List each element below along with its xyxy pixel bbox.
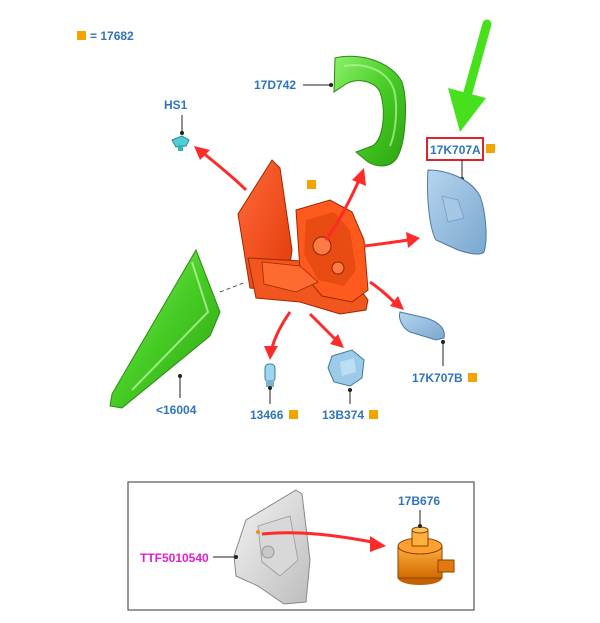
green-arrow-icon bbox=[448, 19, 492, 132]
red-arrow-detail bbox=[261, 531, 386, 552]
bulb-13466[interactable] bbox=[264, 363, 276, 387]
legend-text: = 17682 bbox=[90, 29, 134, 43]
mirror-cover-17d742[interactable] bbox=[333, 55, 406, 167]
orange-marker-housing bbox=[307, 180, 316, 189]
label-hs1: HS1 bbox=[164, 98, 188, 112]
orange-marker-17k707b bbox=[468, 373, 477, 382]
mirror-glass-17k707a[interactable] bbox=[427, 169, 487, 255]
detail-box bbox=[127, 481, 475, 611]
motor-17b676[interactable] bbox=[397, 526, 455, 585]
orange-marker-13b374 bbox=[369, 410, 378, 419]
screw-hs1[interactable] bbox=[171, 135, 190, 151]
label-16004: <16004 bbox=[156, 403, 197, 417]
label-17d742: 17D742 bbox=[254, 78, 296, 92]
legend-marker-icon bbox=[77, 31, 86, 40]
lamp-13b374[interactable] bbox=[327, 349, 365, 387]
highlight-box bbox=[426, 137, 484, 161]
label-17k707a: 17K707A bbox=[430, 143, 481, 157]
dashed-connector bbox=[219, 281, 247, 293]
cover-16004[interactable] bbox=[109, 248, 221, 409]
mirror-glass-17k707b[interactable] bbox=[399, 311, 445, 341]
label-ttf5010540: TTF5010540 bbox=[140, 551, 209, 565]
mirror-housing[interactable] bbox=[237, 159, 369, 315]
legend: = 17682 bbox=[77, 29, 134, 43]
label-13b374: 13B374 bbox=[322, 408, 364, 422]
red-arrows bbox=[194, 146, 420, 360]
housing-ttf5010540[interactable] bbox=[233, 489, 311, 605]
label-17k707b: 17K707B bbox=[412, 371, 463, 385]
label-13466: 13466 bbox=[250, 408, 284, 422]
orange-marker-13466 bbox=[289, 410, 298, 419]
label-17b676: 17B676 bbox=[398, 494, 440, 508]
orange-marker-icon bbox=[486, 144, 495, 153]
